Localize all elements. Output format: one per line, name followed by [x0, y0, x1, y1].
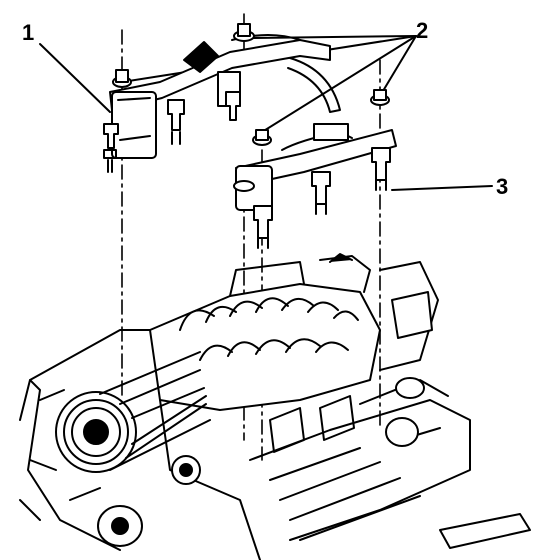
engine-block	[19, 329, 531, 560]
right-rail-injectors	[253, 147, 391, 249]
right-rail-bolts	[233, 89, 390, 192]
left-rail-injectors	[103, 41, 241, 173]
pulley-assembly	[29, 351, 211, 473]
right-fuel-rail-assembly	[233, 89, 397, 249]
left-rail-bolts	[112, 23, 255, 88]
left-fuel-rail-assembly	[103, 23, 341, 173]
callout-1: 1	[22, 20, 35, 45]
callout-3: 3	[496, 174, 509, 199]
supercharger-assembly	[149, 253, 439, 411]
callout-2: 2	[416, 18, 429, 43]
